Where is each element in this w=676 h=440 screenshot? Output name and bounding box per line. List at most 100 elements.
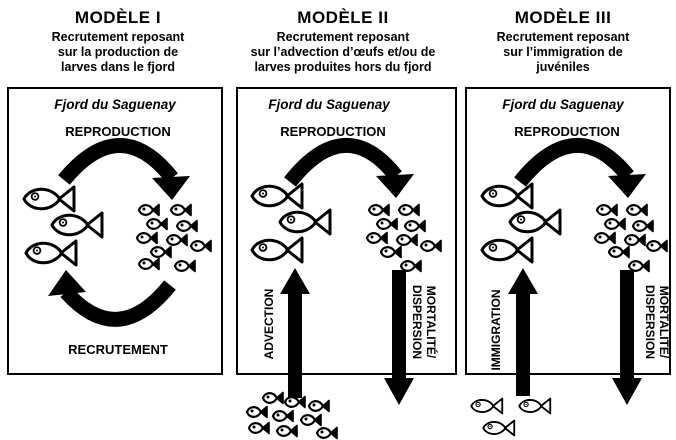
- model-2-advection-label: ADVECTION: [262, 289, 276, 360]
- model-3-header: MODÈLE III Recrutement reposant sur l’im…: [450, 8, 676, 75]
- model-2-mortality-arrow: [392, 270, 406, 380]
- model-1-adult-fish: [22, 185, 76, 213]
- model-2-panel: Fjord du Saguenay REPRODUCTION ADVECTION…: [236, 87, 457, 440]
- model-2-advection-arrowhead: [280, 268, 310, 294]
- model-3-immigration-arrow: [516, 290, 530, 396]
- model-2-reproduction-arrow: [284, 137, 402, 187]
- model-3-adult-fish: [480, 182, 534, 210]
- model-2-header: MODÈLE II Recrutement reposant sur l’adv…: [230, 8, 456, 75]
- model-2-fjord-label: Fjord du Saguenay: [268, 97, 391, 112]
- model-1-adult-fish: [50, 211, 104, 239]
- model-2-external-larva: [307, 399, 331, 413]
- model-2-desc-line-3: larves produites hors du fjord: [254, 60, 432, 74]
- model-3-juvenile-fish: [482, 419, 516, 437]
- model-2-dispersion-label: DISPERSION: [410, 285, 424, 359]
- model-1-desc-line-1: Recrutement reposant: [51, 30, 185, 44]
- model-3-larva: [645, 239, 669, 253]
- model-1-larva: [189, 239, 213, 253]
- model-1-frame: [7, 87, 223, 375]
- model-1-larva: [135, 231, 159, 245]
- model-1-larva: [137, 203, 161, 217]
- model-2-adult-fish: [278, 208, 332, 236]
- model-3-larva: [631, 219, 655, 233]
- model-3-fjord-label: Fjord du Saguenay: [502, 97, 625, 112]
- model-3-reproduction-label: REPRODUCTION: [514, 124, 619, 139]
- model-2-larva: [365, 231, 389, 245]
- model-2-larva: [399, 259, 423, 273]
- model-2-advection-arrow: [288, 290, 302, 398]
- model-1-reproduction-arrow: [58, 138, 178, 185]
- model-3-larva: [603, 217, 627, 231]
- model-1-fjord-label: Fjord du Saguenay: [54, 97, 177, 112]
- model-1-desc-line-3: larves dans le fjord: [61, 60, 175, 74]
- model-2-external-larva: [271, 409, 295, 423]
- model-3-immigration-arrowhead: [508, 268, 538, 294]
- model-1-desc-line-2: sur la production de: [57, 45, 179, 59]
- model-2-external-larva: [315, 426, 339, 440]
- model-2-larva: [395, 233, 419, 247]
- model-2-external-larva: [247, 421, 271, 435]
- model-2-title: MODÈLE II: [297, 8, 389, 27]
- model-1-adult-fish: [24, 239, 78, 267]
- model-3-desc-line-2: sur l’immigration de: [503, 45, 623, 59]
- model-2-larva: [403, 219, 427, 233]
- model-1-larva: [145, 217, 169, 231]
- model-1-recruitment-arrowhead: [48, 270, 86, 296]
- model-2-desc-line-1: Recrutement reposant: [276, 30, 410, 44]
- model-1-larva: [165, 233, 189, 247]
- model-2-larva: [419, 239, 443, 253]
- model-2-external-larva: [275, 424, 299, 438]
- model-2-external-larva: [245, 405, 269, 419]
- model-2-reproduction-arrowhead: [376, 174, 414, 198]
- model-1-larva: [175, 219, 199, 233]
- model-2-frame: [236, 87, 457, 375]
- model-1-header: MODÈLE I Recrutement reposant sur la pro…: [5, 8, 231, 75]
- model-2-adult-fish: [250, 182, 304, 210]
- model-3-title: MODÈLE III: [514, 8, 612, 27]
- model-3-frame: [465, 87, 671, 375]
- model-2-larva: [367, 203, 391, 217]
- model-3-larva: [623, 233, 647, 247]
- model-3-adult-fish: [480, 236, 534, 264]
- model-3-juvenile-fish: [518, 397, 552, 415]
- model-2-external-larva: [283, 395, 307, 409]
- model-3-juvenile-fish: [470, 397, 504, 415]
- model-2-desc-line-2: sur l’advection d’œufs et/ou de: [250, 45, 436, 59]
- model-1-larva: [173, 259, 197, 273]
- model-3-larva: [607, 245, 631, 259]
- model-3-dispersion-label: DISPERSION: [643, 285, 657, 359]
- model-1-larva: [169, 203, 193, 217]
- model-2-adult-fish: [250, 236, 304, 264]
- model-3-immigration-label: IMMIGRATION: [489, 289, 503, 370]
- model-3-mortality-arrow: [620, 270, 634, 380]
- model-2-mortality-label: MORTALITÉ/: [424, 286, 439, 359]
- model-1-reproduction-label: REPRODUCTION: [65, 124, 170, 139]
- model-1-title: MODÈLE I: [74, 8, 162, 27]
- model-3-reproduction-arrowhead: [608, 174, 646, 198]
- model-1-panel: Fjord du Saguenay REPRODUCTION RECRUTEME…: [7, 87, 223, 375]
- model-3-adult-fish: [508, 208, 562, 236]
- model-3-mortality-arrowhead: [612, 378, 642, 405]
- model-1-recruitment-arrow: [60, 280, 176, 327]
- model-2-external-larva: [261, 391, 285, 405]
- model-1-recruitment-label: RECRUTEMENT: [68, 342, 168, 357]
- model-3-desc-line-3: juvéniles: [536, 60, 590, 74]
- model-1-larva: [149, 245, 173, 259]
- model-2-mortality-arrowhead: [384, 378, 414, 405]
- model-2-reproduction-label: REPRODUCTION: [280, 124, 385, 139]
- model-2-larva: [397, 203, 421, 217]
- model-3-larva: [595, 203, 619, 217]
- model-3-larva: [627, 259, 651, 273]
- model-3-reproduction-arrow: [514, 137, 634, 187]
- model-3-larva: [593, 231, 617, 245]
- model-1-reproduction-arrowhead: [152, 176, 190, 200]
- model-3-mortality-label: MORTALITÉ/: [657, 286, 672, 359]
- model-1-larva: [137, 257, 161, 271]
- model-3-larva: [625, 203, 649, 217]
- model-2-larva: [379, 245, 403, 259]
- model-2-external-larva: [299, 413, 323, 427]
- model-3-panel: Fjord du Saguenay REPRODUCTION IMMIGRATI…: [465, 87, 672, 437]
- model-3-desc-line-1: Recrutement reposant: [496, 30, 630, 44]
- model-2-larva: [375, 217, 399, 231]
